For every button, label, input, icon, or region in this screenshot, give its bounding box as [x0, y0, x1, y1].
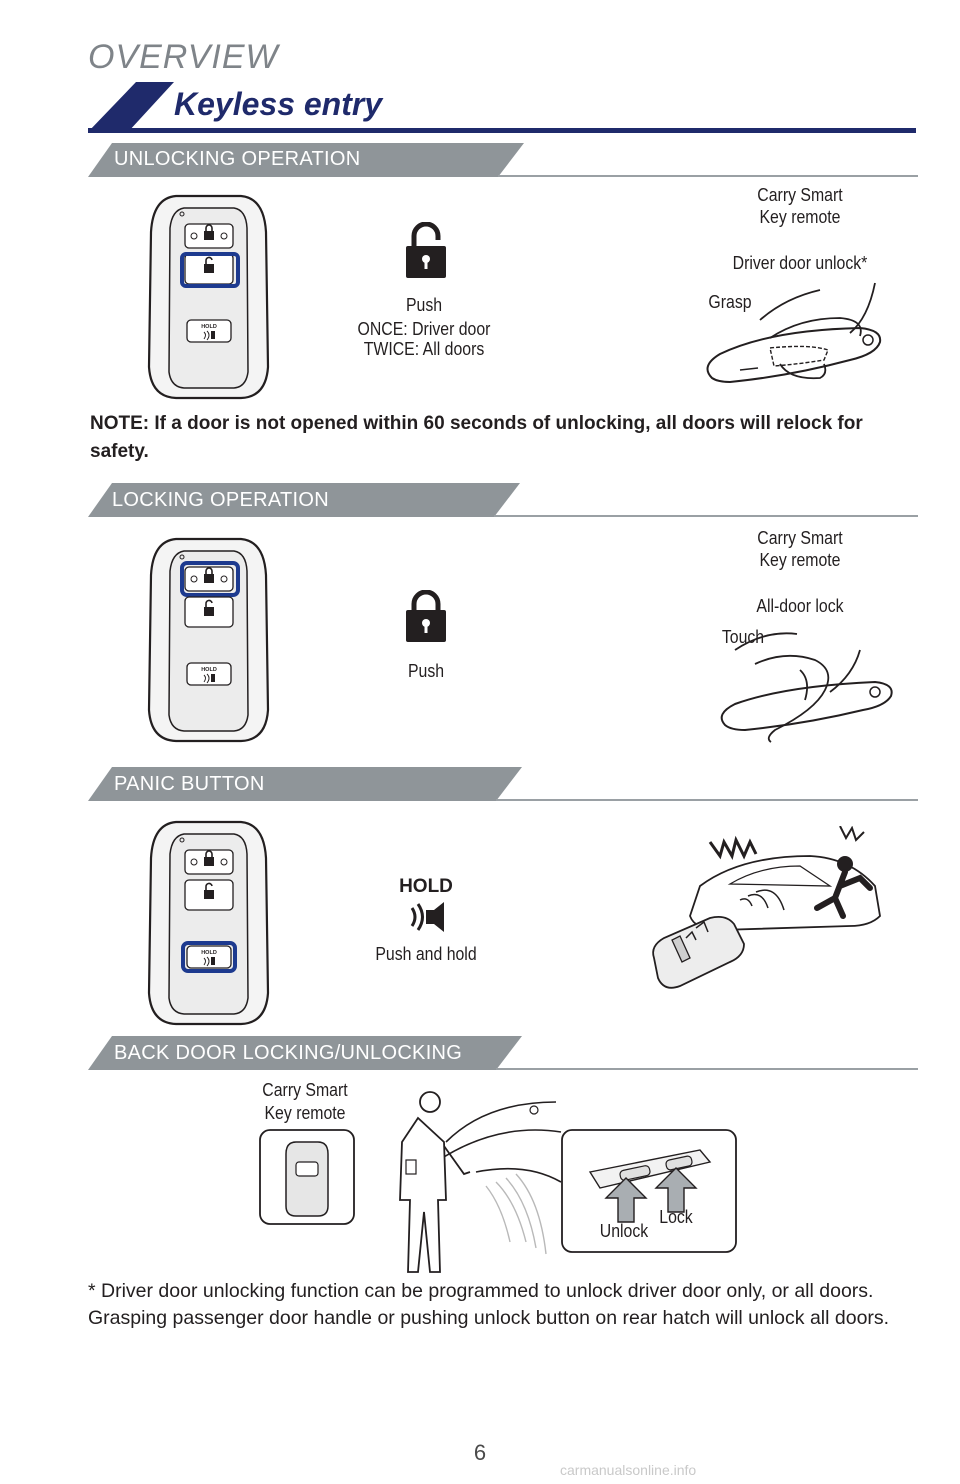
note-text: NOTE: If a door is not opened within 60 … [90, 413, 863, 462]
carry-remote-label-unlock-2: Key remote [759, 207, 841, 227]
section-label-locking: LOCKING OPERATION [112, 489, 329, 511]
key-remote-inset [259, 1129, 355, 1225]
hold-label: HOLD [399, 876, 453, 897]
back-door-switch-inset [561, 1129, 737, 1253]
page-number: 6 [473, 1440, 487, 1465]
watermark: carmanualsonline.info [560, 1462, 697, 1478]
section-band-unlocking [88, 143, 918, 177]
lock-label: Lock [659, 1207, 693, 1227]
carry-remote-label-lock-2: Key remote [759, 550, 841, 570]
door-handle-touch-illustration [720, 632, 893, 743]
fob-hold-label: HOLD [201, 950, 217, 956]
all-door-lock-label: All-door lock [756, 596, 844, 616]
once-label: ONCE: Driver door [357, 319, 491, 339]
section-band-back-door [88, 1036, 918, 1070]
key-fob-panic: HOLD [147, 820, 270, 1026]
key-fob-lock: HOLD [147, 537, 270, 743]
push-label-lock: Push [407, 661, 445, 681]
section-band-panic [88, 767, 918, 801]
carry-remote-label-lock-1: Carry Smart [757, 528, 843, 548]
grasp-label: Grasp [708, 292, 752, 312]
lock-icon [406, 590, 446, 642]
section-label-unlocking: UNLOCKING OPERATION [114, 148, 361, 170]
touch-label: Touch [721, 627, 765, 647]
push-label-unlock: Push [405, 295, 443, 315]
carry-remote-label-unlock-1: Carry Smart [757, 185, 843, 205]
page-title: Keyless entry [174, 86, 383, 122]
section-label-back-door: BACK DOOR LOCKING/UNLOCKING [114, 1042, 463, 1064]
door-handle-grasp-illustration [706, 282, 882, 384]
footnote-text: * Driver door unlocking function can be … [88, 1280, 890, 1329]
unlock-label: Unlock [599, 1221, 649, 1241]
title-bar-graphic [88, 82, 916, 133]
carry-remote-label-back-2: Key remote [264, 1103, 346, 1123]
unlock-icon [406, 222, 446, 278]
panic-alarm-car-illustration [652, 826, 881, 989]
carry-remote-label-back-1: Carry Smart [262, 1080, 348, 1100]
key-fob-unlock: HOLD [147, 194, 270, 400]
panic-alarm-icon [410, 902, 444, 932]
section-label-panic: PANIC BUTTON [114, 773, 265, 795]
fob-hold-label: HOLD [201, 324, 217, 330]
section-band-locking [88, 483, 918, 517]
twice-label: TWICE: All doors [363, 339, 485, 359]
driver-door-unlock-label: Driver door unlock* [732, 253, 868, 273]
fob-hold-label: HOLD [201, 667, 217, 673]
person-at-back-door-illustration [399, 1091, 562, 1273]
push-and-hold-label: Push and hold [375, 944, 477, 964]
section-heading: OVERVIEW [88, 38, 279, 76]
